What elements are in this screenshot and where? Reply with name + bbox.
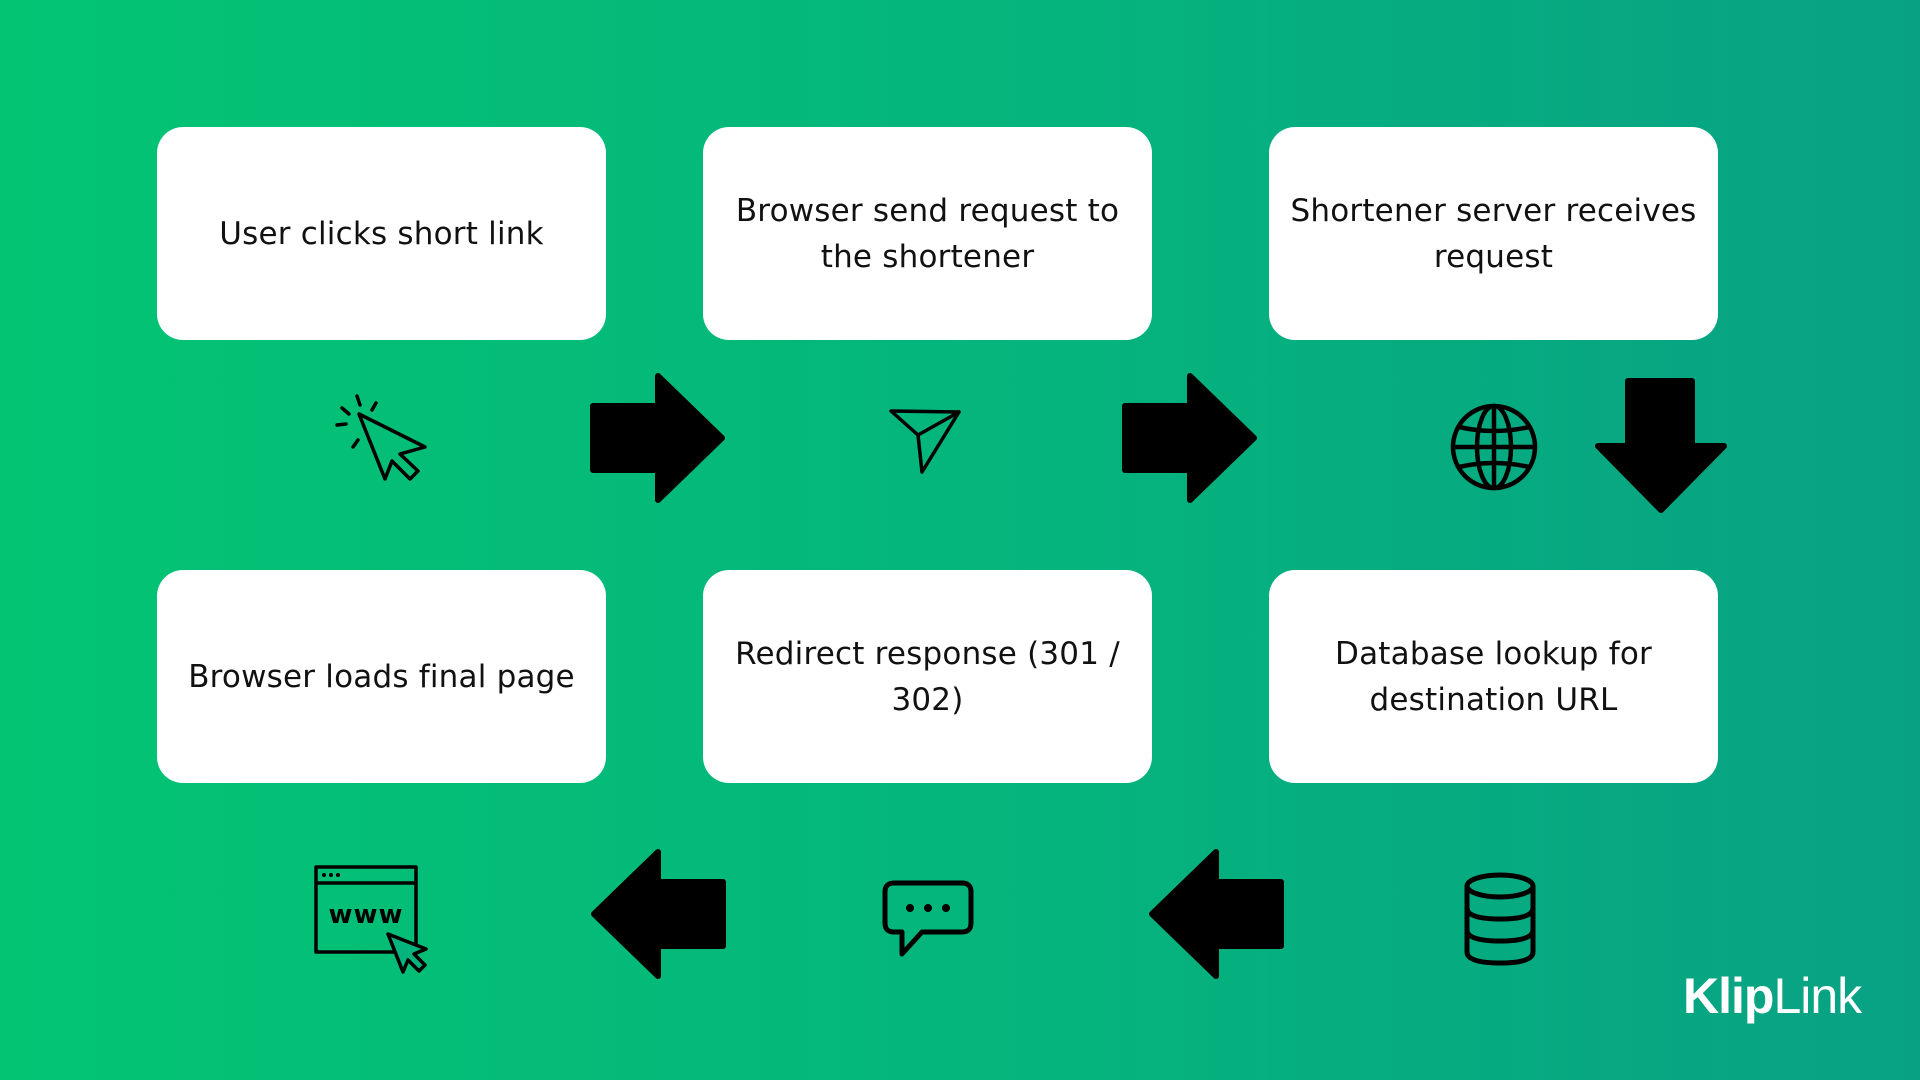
- step-label: Shortener server receives request: [1290, 192, 1697, 275]
- arrow-left-2: [1148, 848, 1285, 980]
- arrow-left-1: [590, 848, 727, 980]
- paper-plane-icon: [888, 408, 962, 474]
- step-box-browser-loads: Browser loads final page: [157, 570, 606, 783]
- browser-www-icon: www: [313, 864, 429, 976]
- step-box-redirect-response: Redirect response (301 / 302): [703, 570, 1152, 783]
- logo-part-link: Link: [1773, 968, 1862, 1024]
- cursor-click-icon: [333, 393, 429, 483]
- step-label: Redirect response (301 / 302): [735, 635, 1120, 718]
- step-box-browser-request: Browser send request to the shortener: [703, 127, 1152, 340]
- step-label: Browser loads final page: [188, 658, 575, 695]
- browser-www-label: www: [328, 900, 404, 930]
- globe-icon: [1449, 402, 1539, 492]
- arrow-right-1: [589, 372, 726, 504]
- arrow-right-2: [1121, 372, 1258, 504]
- kliplink-logo: KlipLink: [1683, 966, 1863, 1026]
- step-label: Browser send request to the shortener: [735, 192, 1120, 275]
- step-box-database-lookup: Database lookup for destination URL: [1269, 570, 1718, 783]
- chat-bubble-icon: [882, 880, 974, 958]
- step-box-user-clicks: User clicks short link: [157, 127, 606, 340]
- step-box-server-receives: Shortener server receives request: [1269, 127, 1718, 340]
- database-icon: [1463, 872, 1537, 966]
- arrow-down: [1594, 377, 1728, 514]
- step-label: Database lookup for destination URL: [1335, 635, 1652, 718]
- logo-part-klip: Klip: [1683, 968, 1774, 1024]
- step-label: User clicks short link: [219, 215, 544, 252]
